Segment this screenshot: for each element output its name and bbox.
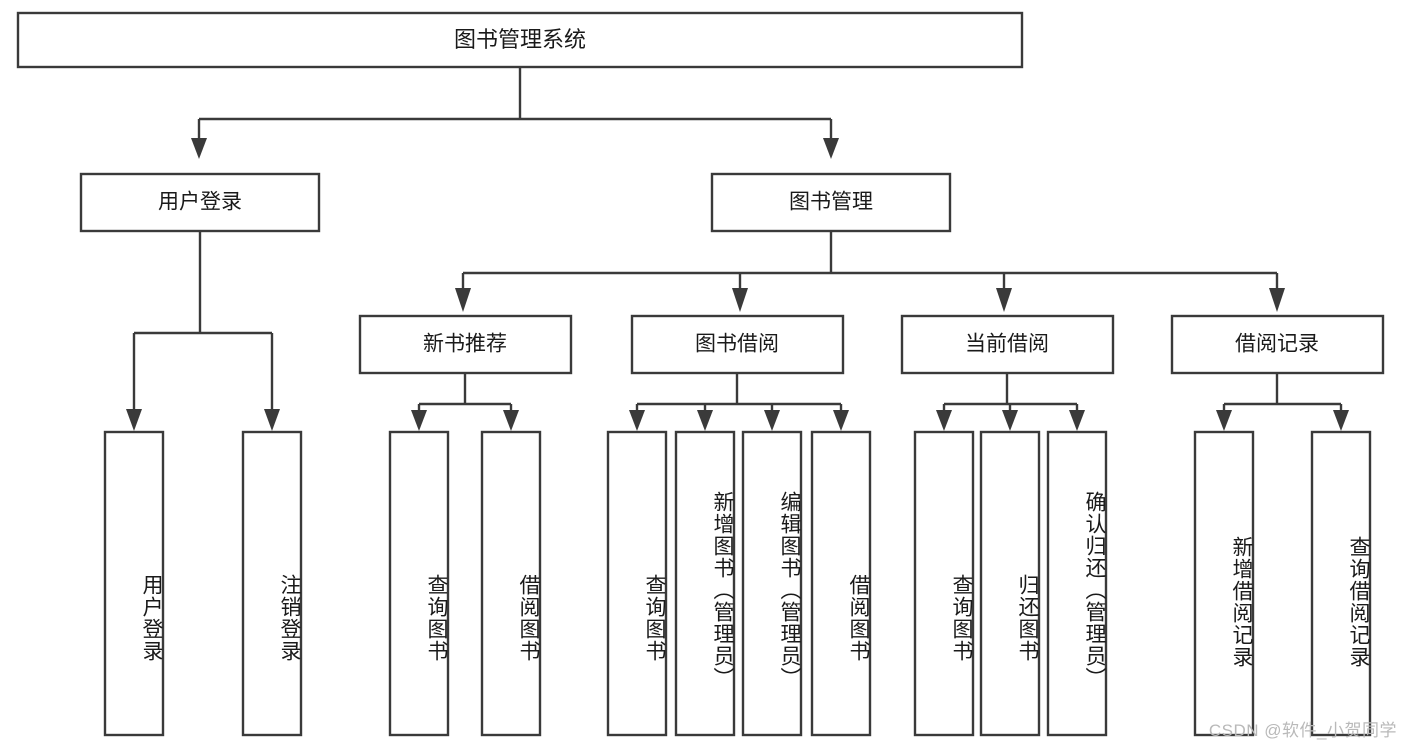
node-user-login[interactable]: 用户登录 <box>79 172 321 233</box>
arrow-head-icon <box>264 409 280 431</box>
node-book-management[interactable]: 图书管理 <box>710 172 952 233</box>
arrow-head-icon <box>936 410 952 431</box>
arrow-head-icon <box>697 410 713 431</box>
connector-current-borrow-to-leaves <box>936 373 1085 431</box>
arrow-head-icon <box>503 410 519 431</box>
root-box-label: 图书管理系统 <box>454 27 586 52</box>
connector-book-management-to-level2 <box>455 231 1285 312</box>
leaf-box-user-login-1[interactable] <box>241 430 303 737</box>
leaf-box-borrow-record-0[interactable] <box>1193 430 1255 737</box>
leaf-box-new-book-recommend-0[interactable] <box>388 430 450 737</box>
leaf-box-current-borrow-0[interactable] <box>913 430 975 737</box>
arrow-head-icon <box>823 138 839 159</box>
user-login-box-rect <box>79 172 321 233</box>
leaf-box-borrow-record-1[interactable] <box>1310 430 1372 737</box>
leaf-box-book-borrow-0[interactable] <box>606 430 668 737</box>
root-box-rect <box>16 11 1024 69</box>
new-book-recommend-box-label: 新书推荐 <box>423 333 507 356</box>
leaf-box-book-borrow-1[interactable] <box>674 430 736 737</box>
connector-user-login-to-leaves <box>126 231 280 431</box>
arrow-head-icon <box>996 288 1012 312</box>
connector-root-to-level1 <box>191 67 839 159</box>
arrow-head-icon <box>455 288 471 312</box>
leaf-box-current-borrow-1[interactable] <box>979 430 1041 737</box>
connector-book-borrow-to-leaves <box>629 373 849 431</box>
arrow-head-icon <box>1269 288 1285 312</box>
current-borrow-box-label: 当前借阅 <box>965 333 1049 356</box>
arrow-head-icon <box>833 410 849 431</box>
borrow-record-box-label: 借阅记录 <box>1235 333 1319 356</box>
arrow-head-icon <box>629 410 645 431</box>
arrow-head-icon <box>191 138 207 159</box>
leaf-box-book-borrow-2[interactable] <box>741 430 803 737</box>
node-book-borrow[interactable]: 图书借阅 <box>630 314 845 375</box>
book-borrow-box-label: 图书借阅 <box>695 333 779 356</box>
book-management-box-label: 图书管理 <box>789 191 873 214</box>
arrow-head-icon <box>1069 410 1085 431</box>
current-borrow-box-rect <box>900 314 1115 375</box>
leaf-box-current-borrow-2[interactable] <box>1046 430 1108 737</box>
new-book-recommend-box-rect <box>358 314 573 375</box>
node-root[interactable]: 图书管理系统 <box>16 11 1024 69</box>
node-new-book-recommend[interactable]: 新书推荐 <box>358 314 573 375</box>
arrow-head-icon <box>411 410 427 431</box>
user-login-box-label: 用户登录 <box>158 191 242 214</box>
arrow-head-icon <box>764 410 780 431</box>
arrow-head-icon <box>1002 410 1018 431</box>
node-current-borrow[interactable]: 当前借阅 <box>900 314 1115 375</box>
leaf-box-book-borrow-3[interactable] <box>810 430 872 737</box>
watermark-text: CSDN @软件_小贺同学 <box>1208 721 1397 740</box>
arrow-head-icon <box>126 409 142 431</box>
arrow-head-icon <box>1333 410 1349 431</box>
leaf-box-user-login-0[interactable] <box>103 430 165 737</box>
connector-borrow-record-to-leaves <box>1216 373 1349 431</box>
arrow-head-icon <box>732 288 748 312</box>
leaf-box-new-book-recommend-1[interactable] <box>480 430 542 737</box>
connector-new-book-recommend-to-leaves <box>411 373 519 431</box>
arrow-head-icon <box>1216 410 1232 431</box>
node-borrow-record[interactable]: 借阅记录 <box>1170 314 1385 375</box>
